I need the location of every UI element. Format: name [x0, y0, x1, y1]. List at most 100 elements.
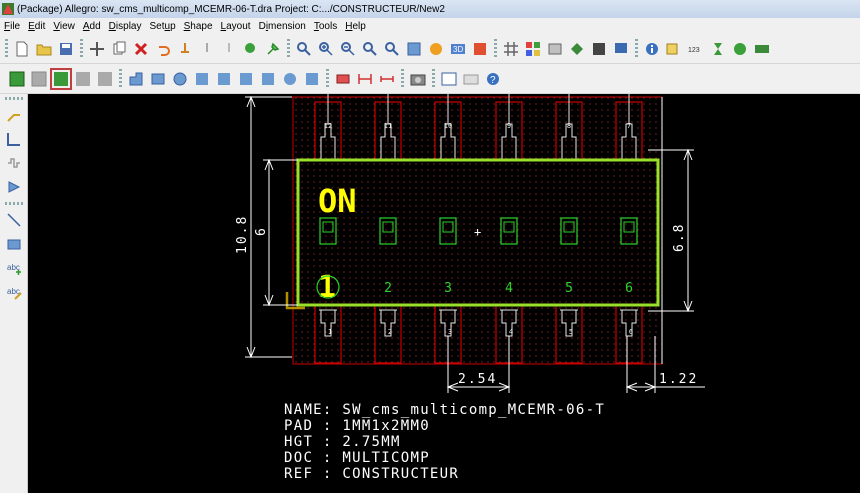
circle-shape-button[interactable]	[171, 70, 189, 88]
bottom-pad-number: 2	[388, 328, 392, 336]
show-element-button[interactable]	[665, 40, 683, 58]
line-icon	[6, 213, 21, 227]
timer-button[interactable]	[709, 40, 727, 58]
route-button[interactable]	[5, 178, 23, 196]
redraw-button[interactable]	[405, 40, 423, 58]
toolbar-grip[interactable]	[4, 202, 23, 205]
shape-circle-button[interactable]	[281, 70, 299, 88]
layer-visible-button[interactable]	[8, 70, 26, 88]
pick-button[interactable]	[176, 40, 194, 58]
shadow-button[interactable]	[568, 40, 586, 58]
counter-icon: 123	[688, 47, 700, 54]
add-line-button[interactable]	[5, 211, 23, 229]
zoom-previous-button[interactable]	[383, 40, 401, 58]
toolbar-grip[interactable]	[494, 38, 497, 59]
menu-help[interactable]: Help	[345, 20, 366, 32]
drc-button[interactable]	[731, 40, 749, 58]
grid-icon	[504, 41, 518, 56]
help-button[interactable]: ?	[484, 70, 502, 88]
zoom-world-button[interactable]	[361, 40, 379, 58]
menu-layout[interactable]: Layout	[220, 20, 251, 32]
flip-button[interactable]	[471, 40, 489, 58]
switch-knob	[442, 221, 454, 233]
select-shape-button[interactable]	[193, 70, 211, 88]
layer-active-button[interactable]	[50, 67, 72, 90]
save-button[interactable]	[57, 40, 75, 58]
toolbar-grip[interactable]	[80, 38, 83, 59]
toolbar-grip[interactable]	[119, 68, 122, 89]
menu-edit[interactable]: Edit	[28, 20, 46, 32]
open-file-button[interactable]	[35, 40, 53, 58]
info-button[interactable]	[643, 40, 661, 58]
switch-knob	[563, 221, 575, 233]
rect-shape-button[interactable]	[149, 70, 167, 88]
shape-merge-button[interactable]	[259, 70, 277, 88]
color-button[interactable]	[524, 40, 542, 58]
toolbar-grip[interactable]	[5, 38, 8, 59]
add-text-button[interactable]: abc	[5, 259, 23, 277]
refresh-button[interactable]	[427, 40, 445, 58]
add-rect-button[interactable]	[5, 235, 23, 253]
new-file-button[interactable]	[13, 40, 31, 58]
toolbar-grip[interactable]	[4, 97, 23, 100]
add-shape-button[interactable]	[127, 70, 145, 88]
dim-pitch-text: 2.54	[458, 372, 497, 387]
slide-button[interactable]	[5, 130, 23, 148]
3d-view-button[interactable]: 3D	[449, 40, 467, 58]
highlight-button[interactable]	[242, 40, 260, 58]
undo-button[interactable]	[154, 40, 172, 58]
pin-button[interactable]	[264, 40, 282, 58]
toolbar-grip[interactable]	[432, 68, 435, 89]
shape-select-button[interactable]	[303, 70, 321, 88]
toolbar-grip[interactable]	[401, 68, 404, 89]
menu-tools[interactable]: Tools	[313, 20, 338, 32]
layers-button[interactable]	[546, 40, 564, 58]
redo-button[interactable]	[220, 40, 238, 58]
delete-button[interactable]	[132, 40, 150, 58]
place-bound-area	[292, 96, 663, 365]
unpick-button[interactable]	[198, 40, 216, 58]
edit-text-button[interactable]: abc	[5, 283, 23, 301]
grid-button[interactable]	[502, 40, 520, 58]
toolbar-grip[interactable]	[287, 38, 290, 59]
layer-hidden-button[interactable]	[30, 70, 48, 88]
flip-icon	[474, 42, 486, 55]
camera-button[interactable]	[409, 70, 427, 88]
top-pad-number: 8	[567, 122, 571, 130]
move-button[interactable]	[88, 40, 106, 58]
edit-boundary-button[interactable]	[237, 70, 255, 88]
bottom-pin-lead	[501, 309, 517, 337]
menu-view[interactable]: View	[53, 20, 75, 32]
counter-button[interactable]: 123	[687, 40, 705, 58]
menu-dimension[interactable]: Dimension	[258, 20, 306, 32]
dimension-button[interactable]	[356, 70, 374, 88]
film-button[interactable]	[590, 40, 608, 58]
window-button[interactable]	[440, 70, 458, 88]
report-button[interactable]	[753, 40, 771, 58]
dim-pad-text: 1.22	[659, 372, 698, 387]
place-button[interactable]	[334, 70, 352, 88]
dimension2-button[interactable]	[378, 70, 396, 88]
menu-display[interactable]: Display	[108, 20, 142, 32]
layer-gray-button[interactable]	[74, 70, 92, 88]
layer-gray2-button[interactable]	[96, 70, 114, 88]
delay-tune-button[interactable]	[5, 154, 23, 172]
menu-add[interactable]: Add	[82, 20, 101, 32]
toolbar-grip[interactable]	[326, 68, 329, 89]
display-button[interactable]	[612, 40, 630, 58]
zoom-in-button[interactable]	[317, 40, 335, 58]
menu-setup[interactable]: Setup	[149, 20, 176, 32]
copy-button[interactable]	[110, 40, 128, 58]
zoom-out-button[interactable]	[339, 40, 357, 58]
void-shape-button[interactable]	[215, 70, 233, 88]
menu-shape[interactable]: Shape	[183, 20, 213, 32]
menu-file[interactable]: File	[4, 20, 21, 32]
add-connect-button[interactable]	[5, 106, 23, 124]
top-pad-number: 7	[627, 122, 631, 130]
toolbar-grip[interactable]	[635, 38, 638, 59]
zoom-fit-button[interactable]	[295, 40, 313, 58]
mail-button[interactable]	[462, 70, 480, 88]
3d-icon: 3D	[451, 43, 465, 54]
